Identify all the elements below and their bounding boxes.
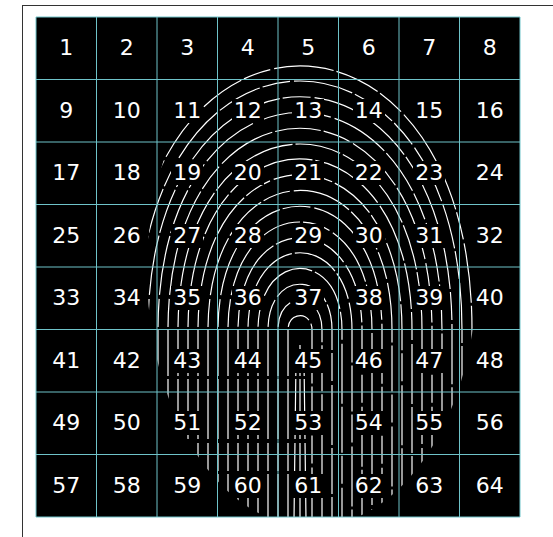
- fingerprint-ridges: [128, 66, 472, 520]
- grid-line: [36, 142, 520, 143]
- cell-number: 29: [292, 224, 324, 248]
- cell-number: 59: [171, 474, 203, 498]
- cell-number: 53: [292, 411, 324, 435]
- cell-number: 24: [474, 161, 506, 185]
- cell-number: 22: [353, 161, 385, 185]
- grid-background: [36, 17, 520, 517]
- cell-number: 28: [232, 224, 264, 248]
- ridge: [178, 144, 422, 520]
- cell-number: 52: [232, 411, 264, 435]
- cell-number: 2: [118, 36, 136, 60]
- cell-number: 10: [111, 99, 143, 123]
- cell-number: 17: [50, 161, 82, 185]
- cell-number: 35: [171, 286, 203, 310]
- cell-number: 27: [171, 224, 203, 248]
- cell-number: 3: [178, 36, 196, 60]
- grid-line: [36, 17, 520, 18]
- cell-number: 34: [111, 286, 143, 310]
- grid-line: [36, 329, 520, 330]
- cell-number: 26: [111, 224, 143, 248]
- cell-number: 14: [353, 99, 385, 123]
- cell-number: 31: [413, 224, 445, 248]
- cell-number: 42: [111, 349, 143, 373]
- cell-number: 60: [232, 474, 264, 498]
- cell-number: 4: [239, 36, 257, 60]
- cell-number: 1: [57, 36, 75, 60]
- ridge: [188, 159, 412, 520]
- outer-frame: [23, 6, 553, 537]
- cell-number: 18: [111, 161, 143, 185]
- cell-number: 62: [353, 474, 385, 498]
- cell-number: 48: [474, 349, 506, 373]
- cell-number: 47: [413, 349, 445, 373]
- cell-number: 7: [420, 36, 438, 60]
- grid-line: [36, 79, 520, 80]
- grid-line: [36, 517, 520, 518]
- cell-number: 9: [57, 99, 75, 123]
- cell-number: 33: [50, 286, 82, 310]
- cell-number: 19: [171, 161, 203, 185]
- cell-number: 43: [171, 349, 203, 373]
- cell-number: 49: [50, 411, 82, 435]
- grid-line: [36, 454, 520, 455]
- cell-number: 23: [413, 161, 445, 185]
- cell-number: 50: [111, 411, 143, 435]
- cell-number: 25: [50, 224, 82, 248]
- cell-number: 32: [474, 224, 506, 248]
- cell-number: 44: [232, 349, 264, 373]
- cell-number: 11: [171, 99, 203, 123]
- cell-number: 61: [292, 474, 324, 498]
- cell-number: 12: [232, 99, 264, 123]
- cell-number: 5: [299, 36, 317, 60]
- cell-number: 20: [232, 161, 264, 185]
- cell-number: 36: [232, 286, 264, 310]
- cell-number: 8: [481, 36, 499, 60]
- cell-number: 41: [50, 349, 82, 373]
- ridge: [168, 128, 432, 520]
- cell-number: 51: [171, 411, 203, 435]
- cell-number: 46: [353, 349, 385, 373]
- cell-number: 38: [353, 286, 385, 310]
- grid-line: [36, 392, 520, 393]
- cell-number: 15: [413, 99, 445, 123]
- ridge: [148, 97, 452, 520]
- cell-number: 64: [474, 474, 506, 498]
- grid-line: [36, 267, 520, 268]
- cell-number: 40: [474, 286, 506, 310]
- ridge: [258, 269, 342, 521]
- cell-number: 37: [292, 286, 324, 310]
- ridge: [128, 66, 472, 520]
- cell-number: 13: [292, 99, 324, 123]
- cell-number: 45: [292, 349, 324, 373]
- cell-number: 39: [413, 286, 445, 310]
- grid-lines: [36, 17, 520, 517]
- cell-number: 57: [50, 474, 82, 498]
- cell-number: 54: [353, 411, 385, 435]
- cell-number: 16: [474, 99, 506, 123]
- cell-number: 56: [474, 411, 506, 435]
- ridge: [208, 191, 392, 521]
- cell-number: 58: [111, 474, 143, 498]
- cell-number: 30: [353, 224, 385, 248]
- cell-number: 6: [360, 36, 378, 60]
- cell-number: 21: [292, 161, 324, 185]
- ridge: [198, 175, 402, 520]
- cell-number: 55: [413, 411, 445, 435]
- grid-line: [36, 204, 520, 205]
- cell-number: 63: [413, 474, 445, 498]
